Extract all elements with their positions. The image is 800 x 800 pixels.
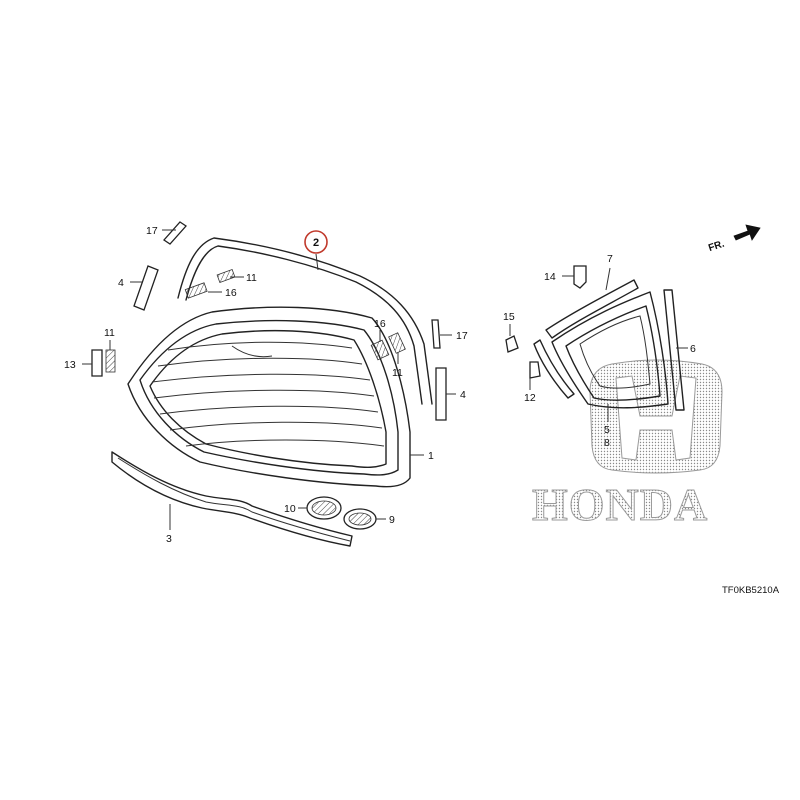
clip-part-11a [216, 268, 236, 284]
clip-part-11c [388, 332, 406, 354]
leader-lines [82, 229, 688, 530]
callout-16b: 16 [374, 318, 386, 330]
honda-logo [589, 359, 723, 474]
callout-7: 7 [607, 253, 613, 265]
callout-11b: 11 [104, 327, 115, 339]
callout-3: 3 [166, 533, 172, 545]
callout-15: 15 [503, 311, 515, 323]
callout-4a: 4 [118, 277, 124, 289]
callout-1: 1 [428, 450, 434, 462]
callout-2[interactable]: 2 [304, 230, 328, 254]
clip-part-16b [370, 339, 390, 361]
front-direction-label: FR. [707, 239, 726, 255]
cap-left-part-17 [163, 221, 187, 245]
emblem-part-10 [306, 496, 342, 520]
bracket-part-13 [91, 349, 103, 377]
callout-6: 6 [690, 343, 696, 355]
callout-10: 10 [284, 503, 296, 515]
callout-11a: 11 [246, 272, 257, 284]
callout-17b: 17 [456, 330, 468, 342]
callout-9: 9 [389, 514, 395, 526]
clip-part-12 [529, 361, 541, 379]
honda-wordmark: HONDA [532, 479, 708, 530]
callout-17a: 17 [146, 225, 158, 237]
clip-part-15 [505, 335, 519, 353]
emblem-part-9 [343, 508, 377, 530]
clip-part-11b [105, 349, 116, 373]
defroster-lines [151, 341, 385, 447]
cap-right-part-17 [431, 319, 441, 349]
rear-windshield-part-1 [127, 306, 411, 488]
callout-5: 5 [604, 424, 610, 436]
side-molding-left-part-4 [133, 265, 159, 311]
upper-molding-part-2 [177, 237, 433, 405]
quarter-molding-part-7 [545, 279, 639, 339]
callout-2-label: 2 [313, 237, 319, 249]
callout-13: 13 [64, 359, 76, 371]
callout-11c: 11 [392, 367, 403, 379]
front-arrow-icon [733, 224, 761, 241]
lower-molding-part-3 [111, 451, 353, 547]
callout-16a: 16 [225, 287, 237, 299]
quarter-seal-part-6 [663, 289, 685, 411]
clip-part-16a [184, 282, 208, 299]
side-molding-right-part-4 [435, 367, 447, 421]
callout-8: 8 [604, 437, 610, 449]
front-direction-indicator: FR. [707, 224, 761, 255]
callout-12: 12 [524, 392, 536, 404]
clip-part-14 [573, 265, 587, 289]
callout-14: 14 [544, 271, 556, 283]
callout-2-circle [304, 230, 328, 254]
callout-4b: 4 [460, 389, 466, 401]
quarter-glass-part-5 [565, 305, 661, 401]
quarter-window-group [505, 265, 685, 411]
diagram-code: TF0KB5210A [722, 585, 780, 596]
